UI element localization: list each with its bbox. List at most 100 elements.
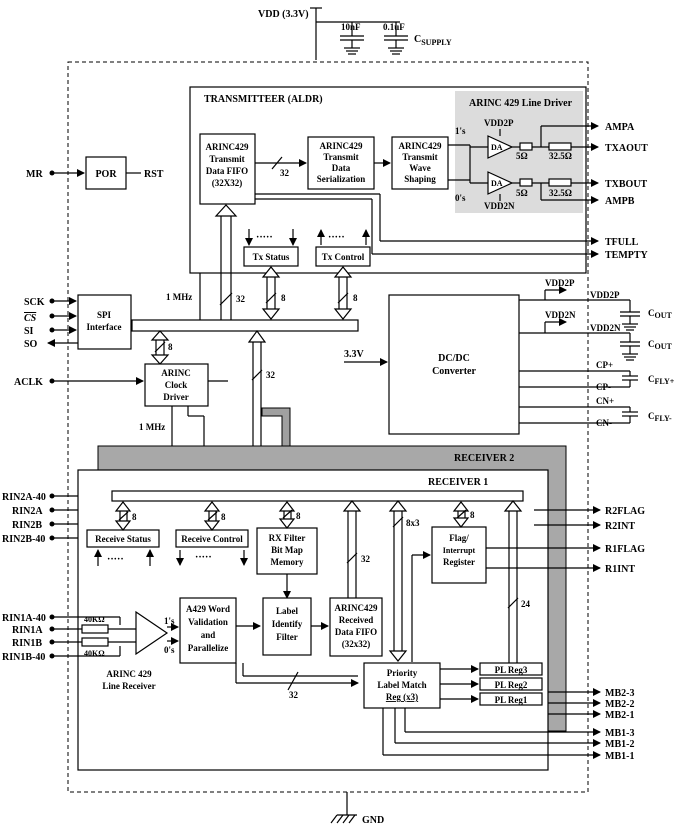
pin-mb2-1: MB2-1 <box>605 710 634 721</box>
pin-tempty: TEMPTY <box>605 250 649 261</box>
dcdc-vdd2n-top: VDD2N <box>545 310 576 320</box>
spi-clock-bus-width: 8 <box>168 342 173 352</box>
tx-control-box <box>315 246 371 267</box>
por-label: POR <box>95 169 117 180</box>
rx-fifo-line2: Received <box>339 615 373 625</box>
receiver-internal-bus <box>111 490 524 502</box>
driver-a-da: DA <box>491 143 503 152</box>
clock-driver-block: ARINC Clock Driver ACLK 1 MHz <box>14 363 228 597</box>
pin-rin1a: RIN1A <box>12 625 43 636</box>
pl-reg3-box <box>479 662 543 676</box>
pin-aclk: ACLK <box>14 377 43 388</box>
pin-cn-minus: CN- <box>596 418 612 428</box>
cap-01uf-label: 0.1uF <box>383 22 405 32</box>
tx-wave-line2: Transmit <box>402 152 437 162</box>
rx-output-pins: R2FLAG R2INT R1FLAG R1INT MB2-3 MB2-2 MB… <box>605 506 645 762</box>
rx-clock-label: 1 MHz <box>139 422 165 432</box>
pin-txaout: TXAOUT <box>605 143 648 154</box>
pl-reg3-label: PL Reg3 <box>495 665 528 675</box>
tx-status-bus: 8 <box>261 266 286 320</box>
word-validation-box <box>179 597 237 664</box>
tx-wave-line4: Shaping <box>404 174 436 184</box>
tx-fifo-line4: (32X32) <box>212 178 243 188</box>
word-valid-line3: and <box>201 630 216 640</box>
flag-line1: Flag/ <box>449 533 469 543</box>
label-filter-line1: Label <box>276 606 299 616</box>
gnd-symbol: GND <box>330 792 384 826</box>
r40k-a-label: 40KΩ <box>84 615 105 624</box>
spi-interface-box <box>77 294 132 350</box>
pl-reg2-box <box>479 677 543 691</box>
tx-output-pins: AMPA TXAOUT TXBOUT AMPB TFULL TEMPTY <box>605 122 649 261</box>
cap-10nf-label: 10nF <box>341 22 361 32</box>
pin-sck: SCK <box>24 297 45 308</box>
flag-line2: Interrupt <box>443 546 476 555</box>
pin-rin1b: RIN1B <box>12 638 42 649</box>
r40k-b-label: 40KΩ <box>84 649 105 658</box>
spi-line1: SPI <box>97 310 112 320</box>
tx-clock-label: 1 MHz <box>166 292 192 302</box>
pin-cs: CS <box>24 313 37 324</box>
gnd-label: GND <box>362 815 384 826</box>
receive-control-label: Receive Control <box>181 534 243 544</box>
pin-mb2-3: MB2-3 <box>605 688 634 699</box>
tx-fifo-line1: ARINC429 <box>205 142 249 152</box>
pin-rin2b-40: RIN2B-40 <box>2 534 45 545</box>
line-driver-area <box>455 91 583 213</box>
tx-vdd2n-label: VDD2N <box>484 201 515 211</box>
por-block: POR MR RST <box>26 156 164 190</box>
label-filter-line2: Identify <box>272 619 303 629</box>
priority-line3: Reg (x3) <box>386 692 418 702</box>
receiver2-title: RECEIVER 2 <box>454 453 514 464</box>
pl-reg1-label: PL Reg1 <box>495 695 528 705</box>
rx-filter-line1: RX Filter <box>269 533 306 543</box>
clock-line1: ARINC <box>161 368 191 378</box>
pin-rin2a-40: RIN2A-40 <box>2 492 46 503</box>
pin-mb1-3: MB1-3 <box>605 728 634 739</box>
receive-control-bus-width: 8 <box>221 512 226 522</box>
tx-status-label: Tx Status <box>253 252 290 262</box>
por-rst: RST <box>144 169 164 180</box>
rx-filter-bus-width: 8 <box>296 511 301 521</box>
vdd-label: VDD (3.3V) <box>258 9 309 20</box>
priority-line2: Label Match <box>377 680 426 690</box>
priority-bus-width: 8x3 <box>406 518 420 528</box>
pin-rin2b: RIN2B <box>12 520 42 531</box>
chip-boundary <box>67 61 589 793</box>
line-receiver-line1: ARINC 429 <box>106 669 152 679</box>
spi-line2: Interface <box>87 322 122 332</box>
rx-input-pins: RIN2A-40 RIN2A RIN2B RIN2B-40 RIN1A-40 R… <box>2 492 78 663</box>
tx-fifo-line2: Transmit <box>209 154 244 164</box>
dcdc-vdd2n-out: VDD2N <box>590 323 621 333</box>
driver-a-triangle <box>487 135 514 159</box>
word-valid-line2: Validation <box>188 617 228 627</box>
tx-wave-line1: ARINC429 <box>398 141 442 151</box>
clock-line3: Driver <box>163 392 188 402</box>
tx-serial-line4: Serialization <box>317 174 366 184</box>
cfly-minus-label: CFLY- <box>648 411 672 423</box>
tx-control-dots: ····· <box>328 232 345 243</box>
tx-control-bus: 8 <box>333 266 358 320</box>
driver-b-da: DA <box>491 179 503 188</box>
tx-bus-width: 32 <box>280 168 290 178</box>
r325-a-label: 32.5Ω <box>549 151 572 161</box>
pin-ampa: AMPA <box>605 122 635 133</box>
transmitter-title: TRANSMITTEER (ALDR) <box>204 94 323 105</box>
dcdc-converter-box <box>388 294 520 435</box>
rx-filter-line2: Bit Map <box>271 545 303 555</box>
line-receiver-triangle <box>135 610 169 656</box>
dcdc-line1: DC/DC <box>438 353 470 364</box>
transmitter-block: TRANSMITTEER (ALDR) ARINC 429 Line Drive… <box>189 86 599 274</box>
tx-serial-line3: Data <box>332 163 351 173</box>
word-valid-line4: Parallelize <box>188 643 228 653</box>
priority-label-match-box <box>363 662 441 709</box>
pin-rin1b-40: RIN1B-40 <box>2 652 45 663</box>
pin-so: SO <box>24 339 38 350</box>
rx-zeros-label: 0's <box>164 645 175 655</box>
cout-2-label: COUT <box>648 339 673 351</box>
pin-mb1-1: MB1-1 <box>605 751 634 762</box>
line-driver-title: ARINC 429 Line Driver <box>469 98 573 109</box>
pin-cn-plus: CN+ <box>596 396 614 406</box>
receive-control-dots: ····· <box>195 552 212 563</box>
